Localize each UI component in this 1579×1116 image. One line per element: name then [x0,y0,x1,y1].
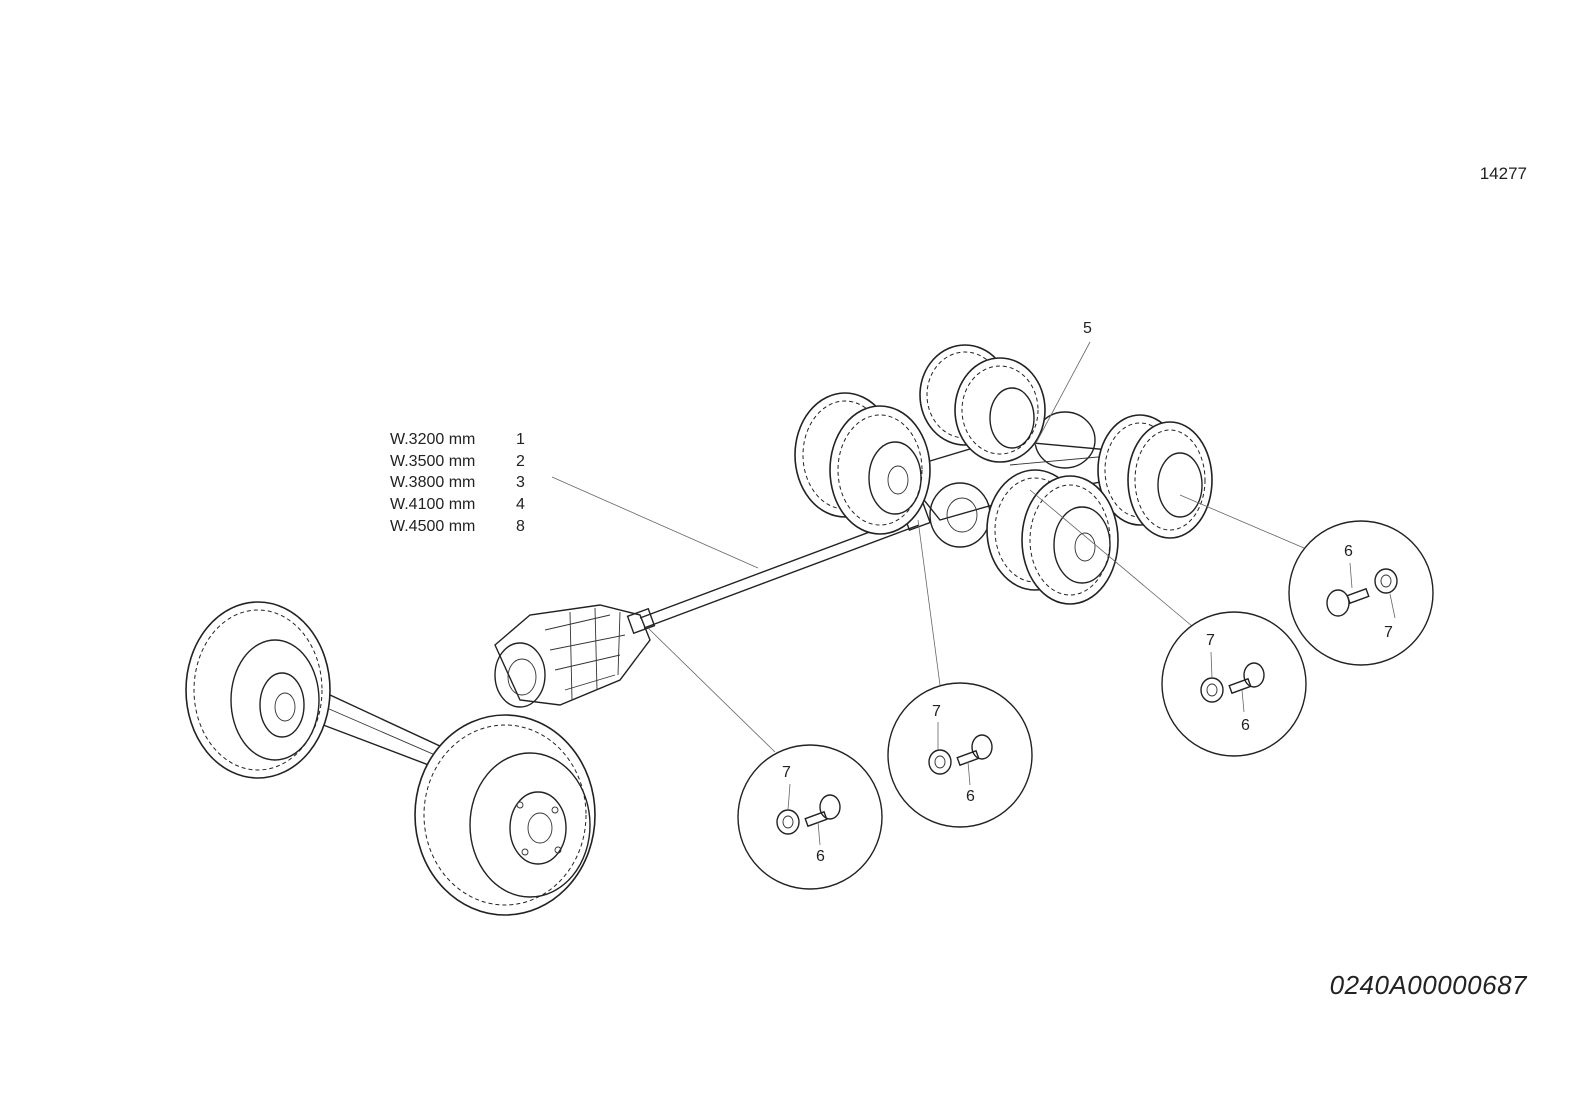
callout-nut-d: 7 [1384,624,1393,641]
length-ref: 3 [516,474,525,491]
bolt-icon [1346,587,1370,605]
length-ref: 2 [516,453,525,470]
rear-wheel-front-left [794,392,931,535]
detail-d [1288,520,1434,666]
gearbox [494,604,651,708]
front-left-wheel [185,601,331,779]
length-row: W.3800 mm 3 [390,474,525,492]
figure-number: 14277 [1479,164,1527,183]
bolt-icon [804,810,828,828]
callout-bolt-c: 6 [1241,717,1250,734]
detail-a [737,744,883,890]
drawing-code: 0240A00000687 [1329,970,1527,1000]
bolt-icon [1228,677,1252,695]
length-row: W.4500 mm 8 [390,518,525,536]
callout-bolt-a: 6 [816,848,825,865]
length-ref: 4 [516,496,525,513]
length-value: W.3200 mm [390,431,476,448]
length-value: W.4500 mm [390,518,476,535]
front-axle-assembly [185,601,596,916]
length-value: W.3800 mm [390,474,476,491]
rear-wheel-upper-left [919,344,1046,463]
nut-icon [776,809,800,835]
front-right-wheel [414,714,596,916]
nut-icon [1200,677,1224,703]
nut-icon [928,749,952,775]
rear-tandem-assembly [794,344,1213,605]
bolt-icon [956,749,980,767]
length-row: W.3500 mm 2 [390,453,525,471]
callout-bolt-b: 6 [966,788,975,805]
nut-icon [1374,568,1398,594]
detail-c [1161,611,1307,757]
callout-nut-a: 7 [782,764,791,781]
callout-nut-b: 7 [932,703,941,720]
length-ref: 1 [516,431,525,448]
length-value: W.4100 mm [390,496,476,513]
detail-b [887,682,1033,828]
callout-bolt-d: 6 [1344,543,1353,560]
callout-5: 5 [1083,320,1092,337]
callout-nut-c: 7 [1206,632,1215,649]
length-value: W.3500 mm [390,453,476,470]
length-row: W.4100 mm 4 [390,496,525,514]
rear-wheel-front-right [986,469,1119,605]
rear-wheel-back-right [1097,414,1213,539]
length-ref: 8 [516,518,525,535]
length-row: W.3200 mm 1 [390,431,525,449]
leader-lines [551,341,1305,753]
